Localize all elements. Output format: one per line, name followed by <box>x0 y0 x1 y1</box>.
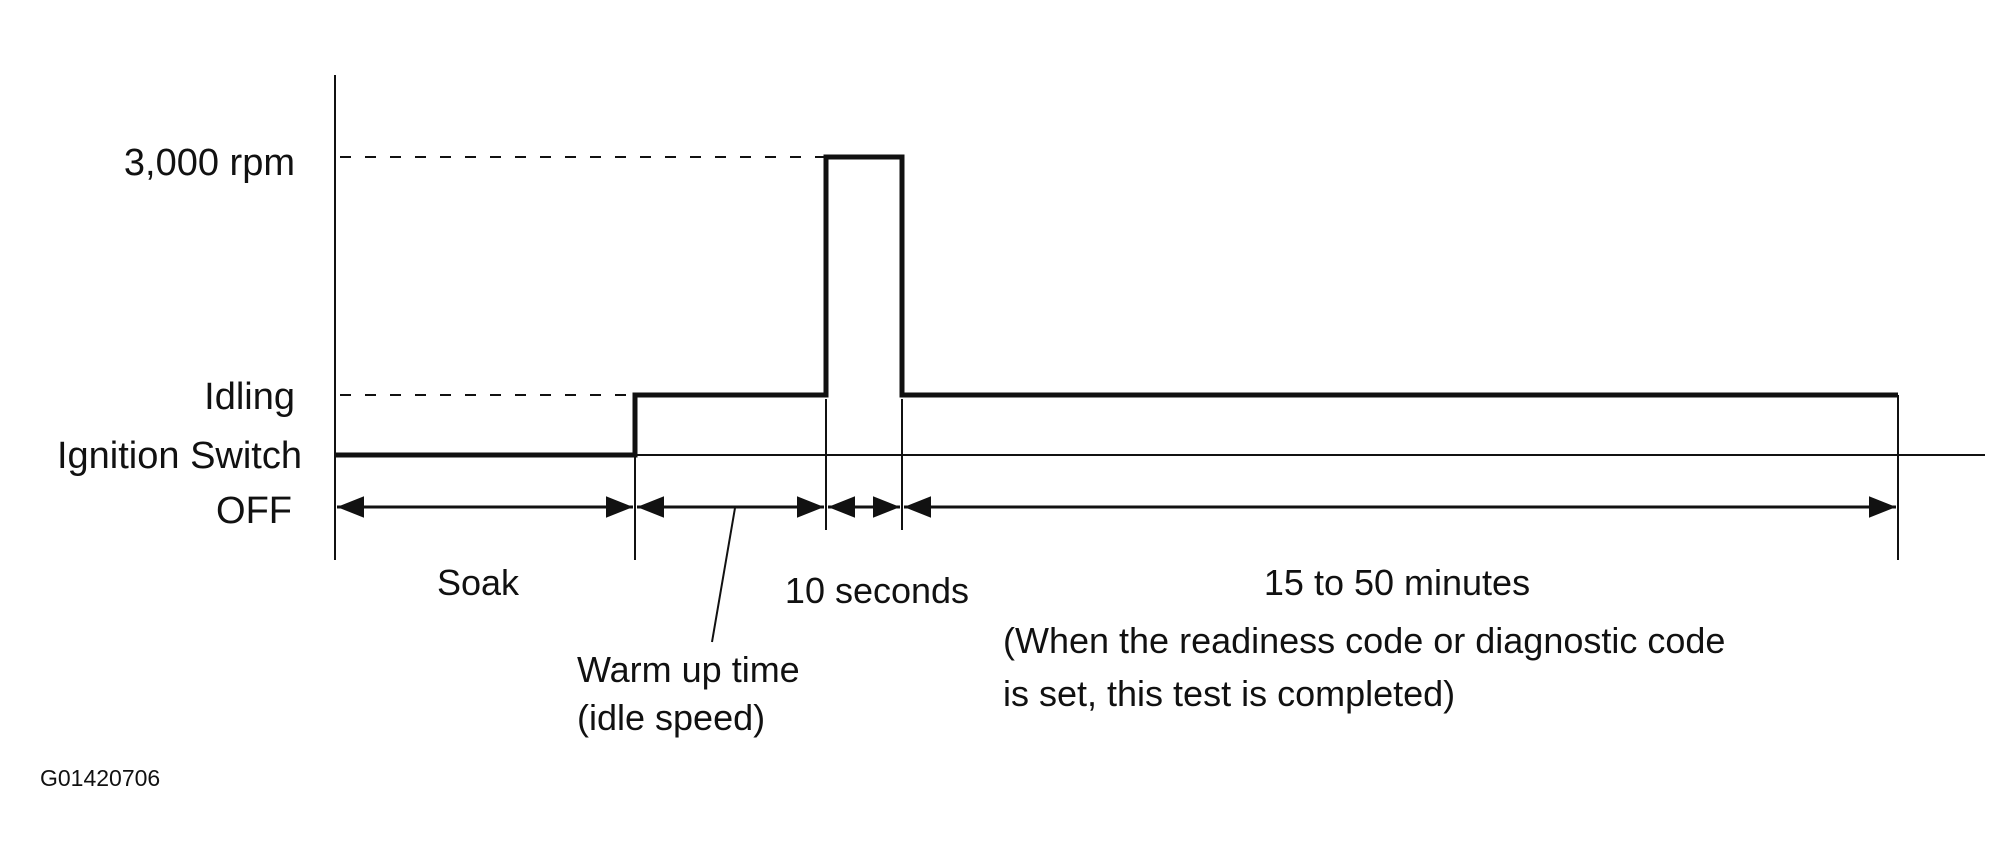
engine-speed-profile <box>335 154 1898 458</box>
ignition-switch-label: Ignition Switch <box>57 435 302 477</box>
figure-code: G01420706 <box>40 765 160 791</box>
drive-note-line-1: (When the readiness code or diagnostic c… <box>1003 620 1725 661</box>
idle-speed-label: (idle speed) <box>577 697 765 738</box>
soak-label: Soak <box>437 562 520 603</box>
warm-up-time-label: Warm up time <box>577 649 800 690</box>
high-rpm-label: 3,000 rpm <box>124 142 295 184</box>
idling-label: Idling <box>204 376 295 418</box>
ten-seconds-label: 10 seconds <box>785 570 969 611</box>
warm-up-leader-line <box>711 507 736 643</box>
drive-note-line-2: is set, this test is completed) <box>1003 673 1455 714</box>
drive-duration-label: 15 to 50 minutes <box>1264 562 1530 603</box>
off-label: OFF <box>216 490 292 532</box>
